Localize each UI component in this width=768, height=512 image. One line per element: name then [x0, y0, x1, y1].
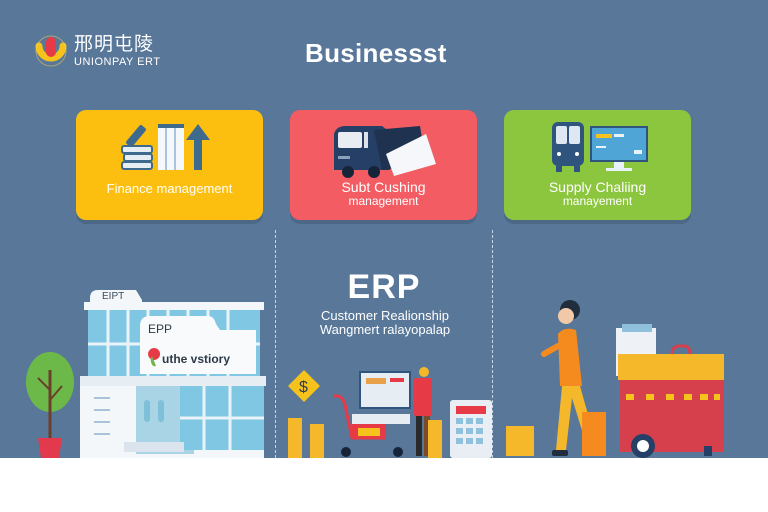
card-supply-chain-management[interactable]: Supply Chaliing manayement — [504, 110, 691, 220]
building-sign-brand: uthe vstiory — [162, 352, 231, 366]
card-subt-label-line2: management — [348, 194, 419, 208]
shopping-checkout-illustration: $ — [288, 367, 492, 458]
bus-monitor-icon — [552, 122, 648, 172]
card-supply-label-line1: Supply Chaliing — [548, 179, 647, 195]
books-ledger-arrow-icon — [121, 124, 210, 170]
erp-subtitle-line2: Wangmert ralayopalap — [319, 322, 451, 337]
section-divider-left — [275, 230, 276, 458]
potted-tree-icon — [26, 352, 74, 458]
card-supply-label-line2: manayement — [562, 194, 633, 208]
card-finance-label: Finance management — [106, 181, 233, 196]
footer-band — [0, 458, 768, 512]
logo-chinese-text: 邢明屯陵 — [74, 32, 155, 55]
svg-text:$: $ — [299, 379, 308, 396]
brand-logo[interactable]: 邢明屯陵 UNIONPAY ERT — [34, 34, 160, 68]
erp-heading: ERP — [347, 268, 421, 306]
card-finance-management[interactable]: Finance management — [76, 110, 263, 220]
office-building-illustration: EIPT EPP uthe vstiory — [76, 284, 270, 458]
building-roof-sign: EIPT — [102, 291, 125, 302]
worker-with-cart-illustration — [506, 300, 724, 458]
building-sign-title: EPP — [148, 322, 173, 336]
erp-subtitle-line1: Customer Realionship — [321, 308, 449, 323]
unionpay-logo-icon — [35, 35, 67, 67]
logo-english-text: UNIONPAY ERT — [74, 55, 161, 68]
card-subt-label-line1: Subt Cushing — [341, 179, 426, 195]
section-divider-right — [492, 230, 493, 458]
infographic-scene: 邢明屯陵 UNIONPAY ERT Businessst Finance man… — [0, 0, 768, 458]
card-subt-cushing-management[interactable]: Subt Cushing management — [290, 110, 477, 220]
page-title: Businessst — [305, 38, 447, 68]
delivery-truck-icon — [334, 126, 436, 178]
